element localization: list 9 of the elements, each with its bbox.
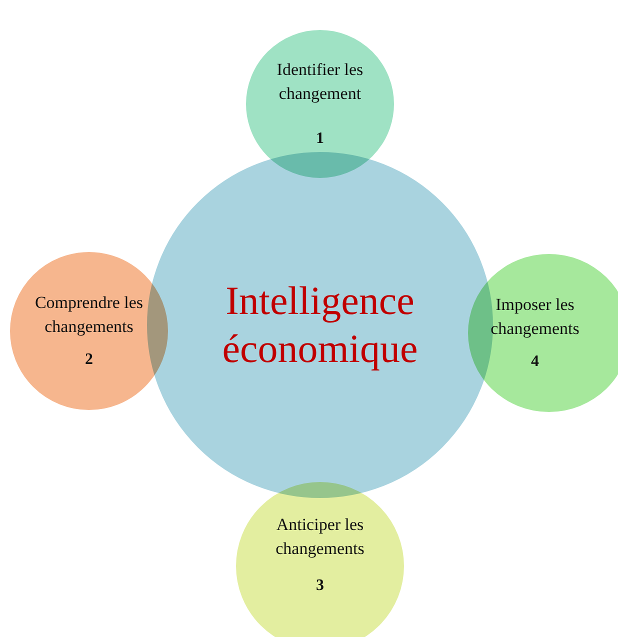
stage-number: 1 bbox=[316, 129, 324, 150]
central-title: Intelligence économique bbox=[221, 277, 419, 373]
stage-number: 2 bbox=[85, 350, 93, 370]
stage-label: Identifier les changement bbox=[276, 58, 364, 106]
stage-label: Anticiper les changements bbox=[274, 514, 366, 560]
stage-number: 4 bbox=[531, 352, 539, 372]
stage-label: Imposer les changements bbox=[490, 294, 580, 340]
stage-label: Comprendre les changements bbox=[34, 292, 144, 338]
stage-number: 3 bbox=[316, 576, 324, 596]
